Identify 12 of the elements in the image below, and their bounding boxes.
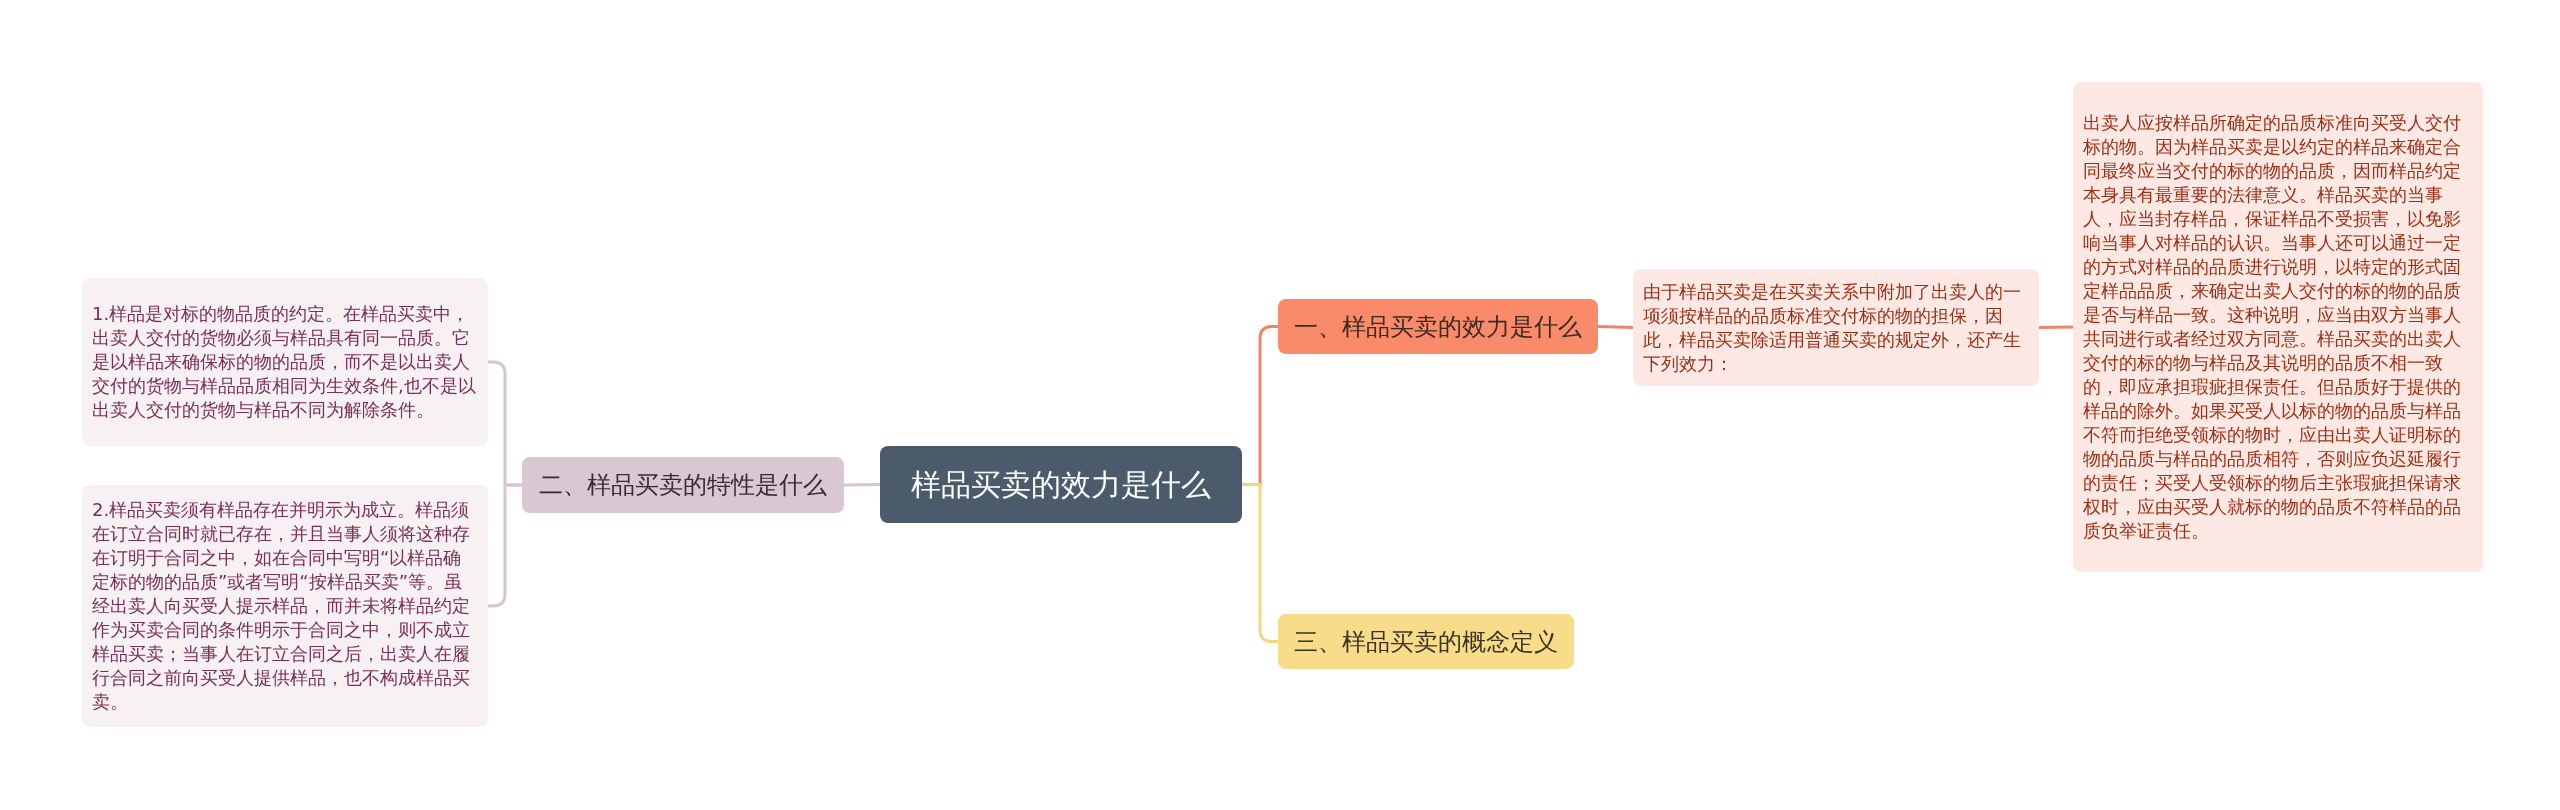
connector-line [1597, 325, 1634, 329]
topic-box: 二、样品买卖的特性是什么 [522, 457, 844, 513]
topic-box: 三、样品买卖的概念定义 [1278, 614, 1574, 669]
connector-line [843, 483, 881, 487]
text-box: 出卖人应按样品所确定的品质标准向买受人交付标的物。因为样品买卖是以约定的样品来确定合同最终应当交付的标的物的品质，因而样品约定本身具有最重要的法律意义。样品买卖的当事人，应当封存样品，保证样品不受损害，以免影响当事人对样品的认识。当事人还可以通过一定的方式对样品的品质进行说明，以特定的形式固定样品品质，来确定出卖人交付的标的物的品质是否与样品一致。这种说明，应当由双方当事人共同进行或者经过双方同意。样品买卖的出卖人交付的标的物与样品及其说明的品质不相一致的，即应承担瑕疵担保责任。但品质好于提供的样品的除外。如果买受人以标的物的品质与样品不符而拒绝受领标的物时，应由出卖人证明标的物的品质与样品的品质相符，否则应负迟延履行的责任；买受人受领标的物后主张瑕疵担保请求权时，应由买受人就标的物的品质不符样品的品质负举证责任。 [2073, 82, 2483, 572]
text-box: 2.样品买卖须有样品存在并明示为成立。样品须在订立合同时就已存在，并且当事人须将这种存在订明于合同之中，如在合同中写明“以样品确定标的物的品质”或者写明“按样品买卖”等。虽经出卖人向买受人提示样品，而并未将样品约定作为买卖合同的条件明示于合同之中，则不成立样品买卖；当事人在订立合同之后，出卖人在履行合同之前向买受人提供样品，也不构成样品买卖。 [82, 485, 488, 727]
connector-line [1242, 483, 1278, 643]
central-topic-box: 样品买卖的效力是什么 [880, 446, 1242, 523]
connector-line [2038, 325, 2074, 329]
text-box: 1.样品是对标的物品质的约定。在样品买卖中，出卖人交付的货物必须与样品具有同一品质。它是以样品来确保标的物的品质，而不是以出卖人交付的货物与样品品质相同为生效条件,也不是以出卖人交付的货物与样品不同为解除条件。 [82, 278, 488, 446]
topic-box: 一、样品买卖的效力是什么 [1278, 299, 1598, 354]
text-box: 由于样品买卖是在买卖关系中附加了出卖人的一项须按样品的品质标准交付标的物的担保，因此，样品买卖除适用普通买卖的规定外，还产生下列效力： [1633, 269, 2039, 386]
